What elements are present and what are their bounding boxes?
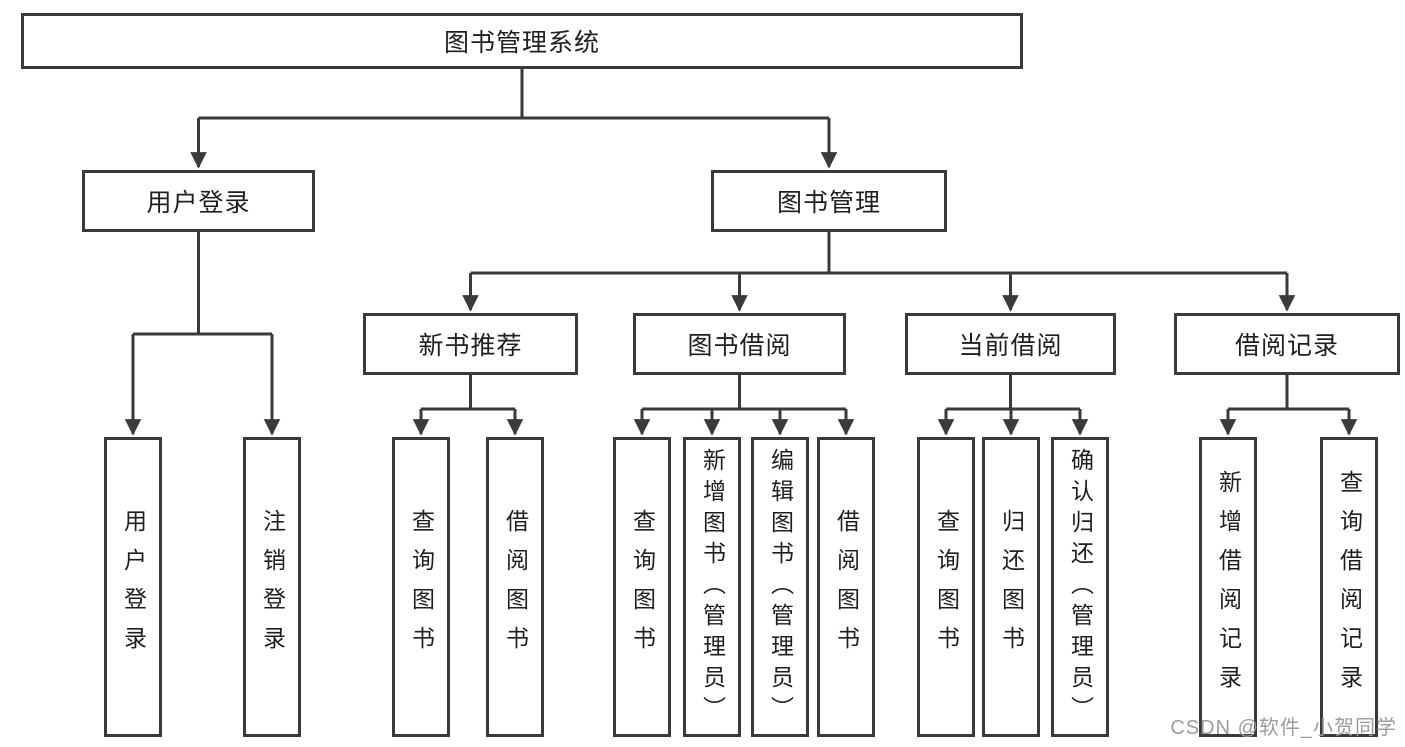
node-book-management: 图书管理 — [711, 170, 947, 232]
leaf-return-book: 归还图书 — [982, 437, 1040, 737]
leaf-borrow-query-book: 查询图书 — [613, 437, 671, 737]
node-root-system: 图书管理系统 — [21, 13, 1023, 69]
leaf-current-query-book: 查询图书 — [917, 437, 975, 737]
leaf-recommend-borrow-book: 借阅图书 — [486, 437, 544, 737]
leaf-edit-book-admin: 编辑图书（管理员） — [751, 437, 809, 737]
watermark: CSDN @软件_小贺同学 — [1170, 717, 1397, 739]
leaf-logout: 注销登录 — [243, 437, 301, 737]
leaf-add-borrow-record: 新增借阅记录 — [1199, 437, 1257, 737]
node-book-borrow: 图书借阅 — [633, 313, 846, 375]
leaf-confirm-return-admin: 确认归还（管理员） — [1051, 437, 1109, 737]
leaf-add-book-admin: 新增图书（管理员） — [683, 437, 741, 737]
leaf-borrow-book: 借阅图书 — [817, 437, 875, 737]
leaf-recommend-query-book: 查询图书 — [392, 437, 450, 737]
node-borrow-records: 借阅记录 — [1174, 313, 1400, 375]
node-current-borrow: 当前借阅 — [905, 313, 1116, 375]
node-new-book-recommend: 新书推荐 — [363, 313, 578, 375]
leaf-user-login: 用户登录 — [104, 437, 162, 737]
node-user-login: 用户登录 — [82, 170, 315, 232]
leaf-query-borrow-record: 查询借阅记录 — [1320, 437, 1378, 737]
